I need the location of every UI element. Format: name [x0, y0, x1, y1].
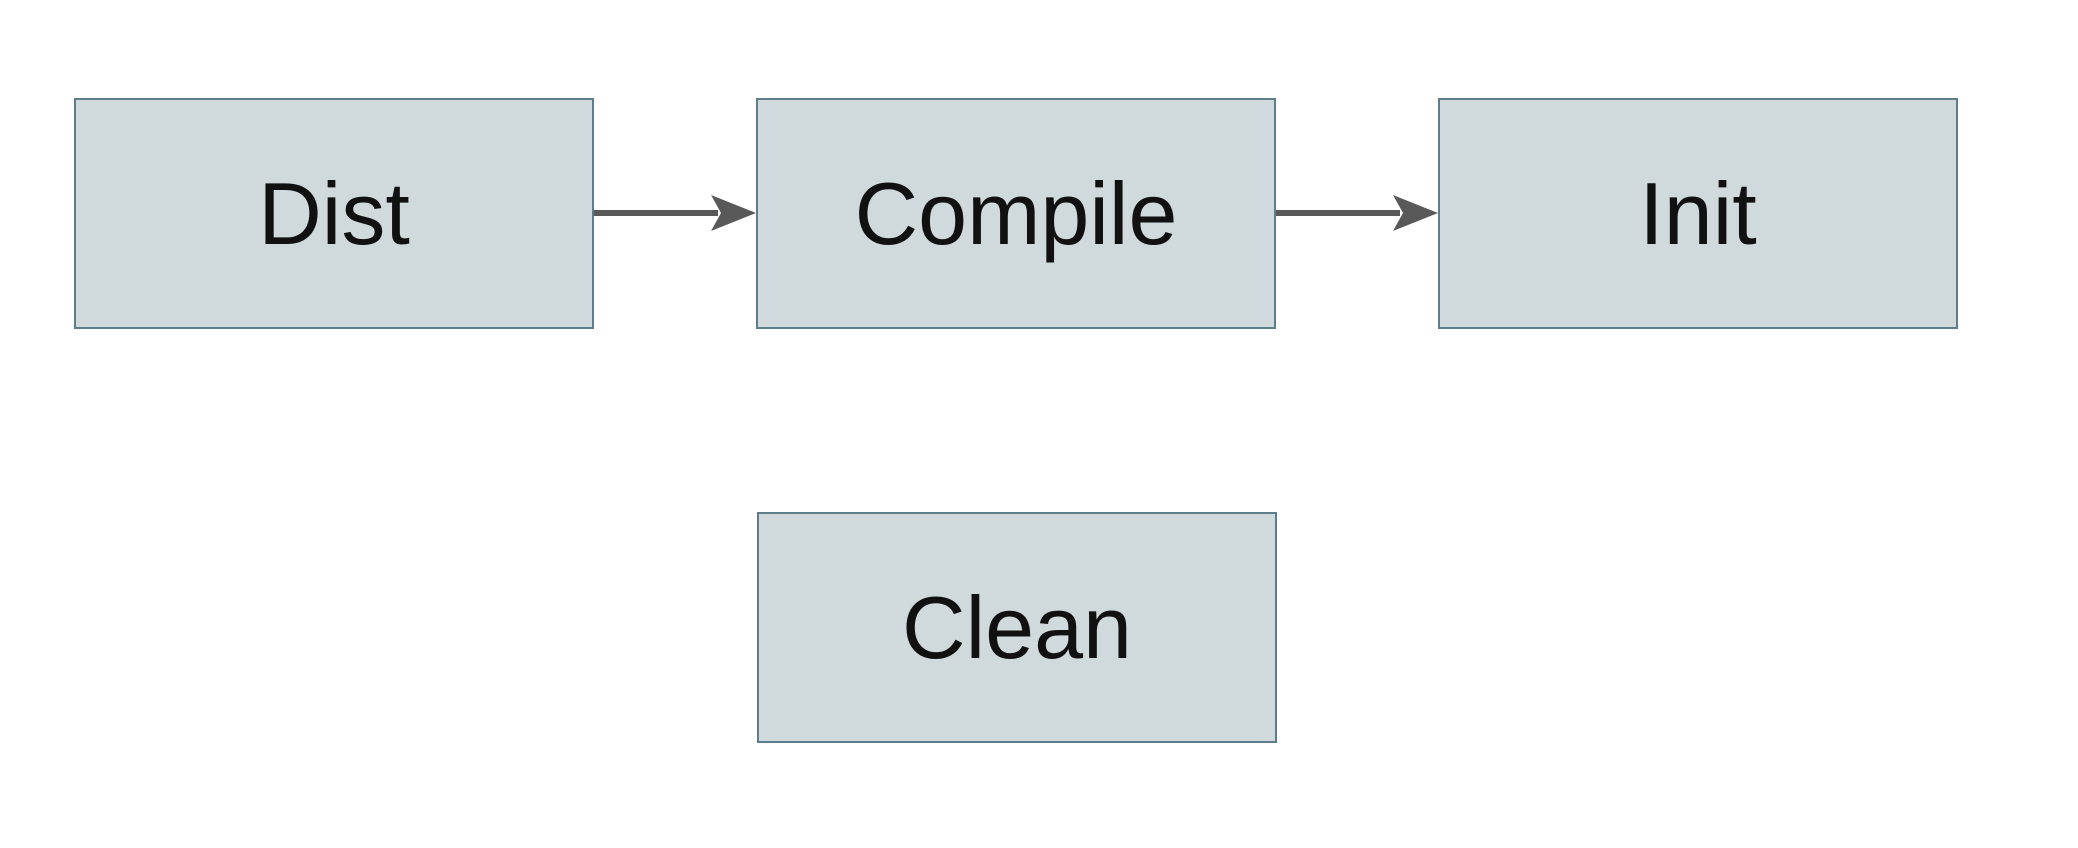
arrow-dist-to-compile[interactable]: [594, 191, 756, 235]
node-dist-label: Dist: [258, 163, 410, 263]
node-clean-label: Clean: [902, 577, 1132, 677]
right-arrow-icon: [1276, 195, 1438, 231]
node-compile-label: Compile: [854, 163, 1178, 263]
node-compile[interactable]: Compile: [756, 98, 1276, 329]
node-clean[interactable]: Clean: [757, 512, 1277, 743]
right-arrow-icon: [594, 195, 756, 231]
node-dist[interactable]: Dist: [74, 98, 594, 329]
arrow-compile-to-init[interactable]: [1276, 191, 1438, 235]
node-init[interactable]: Init: [1438, 98, 1958, 329]
node-init-label: Init: [1639, 163, 1757, 263]
